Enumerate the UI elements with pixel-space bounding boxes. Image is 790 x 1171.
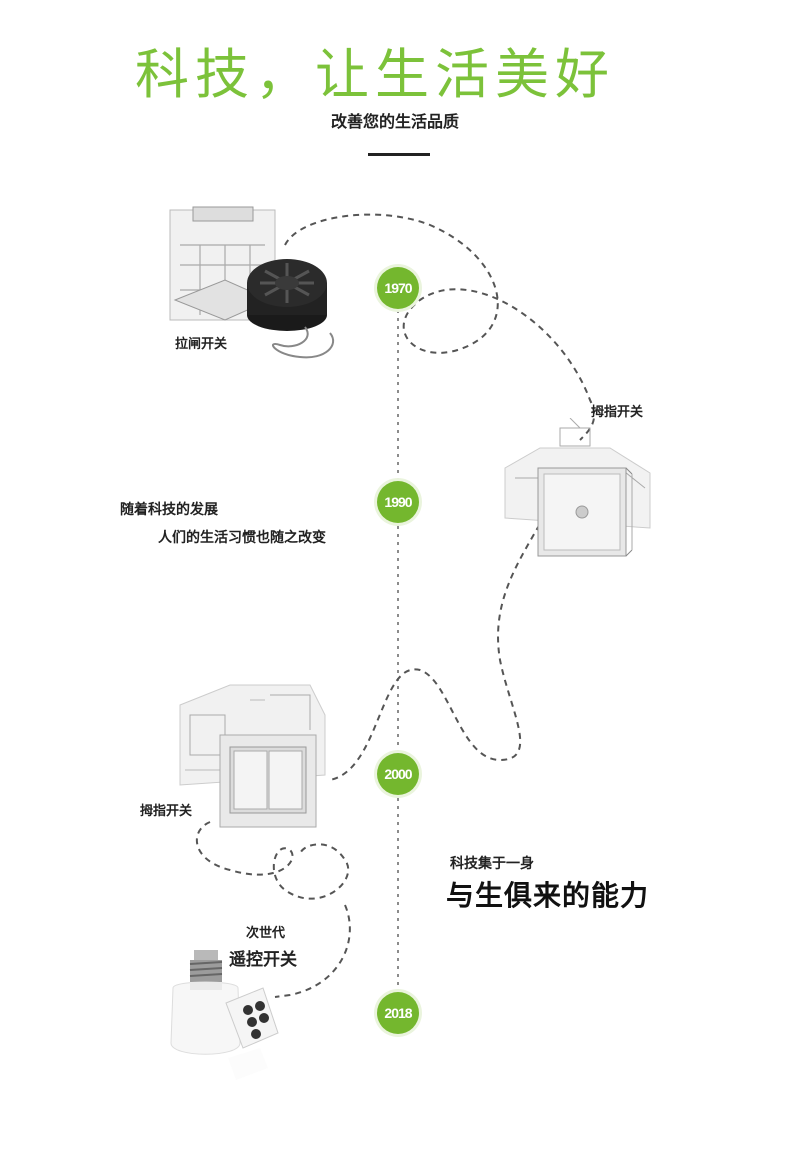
story-line-2: 人们的生活习惯也随之改变 — [158, 530, 326, 546]
remote-switch-label-line1: 次世代 — [246, 926, 286, 941]
winding-path — [284, 213, 596, 441]
winding-path-2 — [329, 514, 546, 781]
winding-path-4 — [274, 904, 351, 998]
thumb-switch-label-a: 拇指开关 — [591, 405, 644, 420]
thumb-switch-image-a — [500, 418, 660, 563]
year-node-1970: 1970 — [377, 267, 419, 309]
winding-path-3 — [195, 821, 350, 900]
pull-switch-image — [165, 205, 355, 365]
remote-switch-label-line2: 遥控开关 — [229, 950, 297, 970]
thumb-switch-image-b — [170, 675, 330, 835]
year-node-2000: 2000 — [377, 753, 419, 795]
year-node-2018: 2018 — [377, 992, 419, 1034]
year-node-1990: 1990 — [377, 481, 419, 523]
remote-switch-image — [168, 948, 308, 1098]
page-title: 科技，让生活美好 — [135, 43, 615, 106]
story-line-1: 随着科技的发展 — [120, 502, 218, 518]
thumb-switch-label-b: 拇指开关 — [140, 804, 193, 819]
page-subtitle: 改善您的生活品质 — [330, 112, 459, 131]
slogan-large: 与生俱来的能力 — [446, 879, 650, 912]
slogan-small: 科技集于一身 — [450, 856, 534, 872]
pull-switch-label: 拉闸开关 — [175, 337, 228, 352]
title-divider — [368, 153, 430, 156]
